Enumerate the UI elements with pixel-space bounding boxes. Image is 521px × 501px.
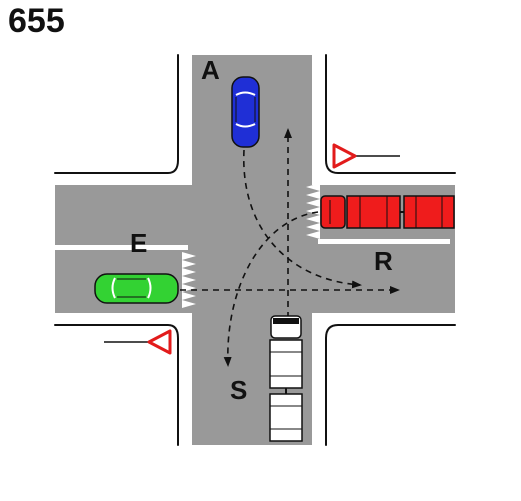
yield-sign-icon [332,143,400,169]
truck-s-icon [269,315,303,442]
lane-line-right [318,239,450,244]
truck-r-icon [320,195,455,229]
yield-teeth-right [306,183,320,239]
car-e-icon [94,273,179,304]
label-e: E [130,228,147,258]
trajectory-a-left [243,149,362,289]
trajectory-r-left [223,211,319,367]
label-s: S [230,375,247,405]
lane-line-left [55,245,188,250]
label-a: A [201,55,220,85]
curbs [50,50,460,450]
label-r: R [374,246,393,276]
figure-number: 655 [8,2,65,40]
trajectories [180,128,400,367]
yield-sign-icon [104,329,172,355]
car-a-icon [231,76,260,148]
